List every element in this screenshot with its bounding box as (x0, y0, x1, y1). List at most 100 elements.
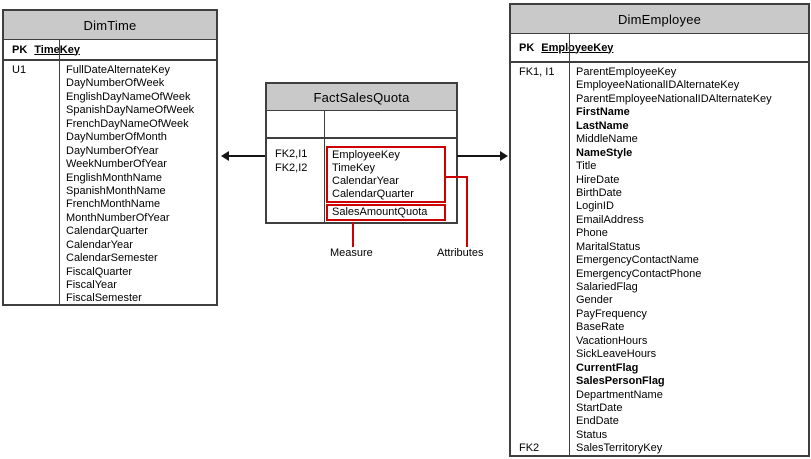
table-row: LastName (511, 120, 808, 133)
dimemployee-field-list: FK1, I1 ParentEmployeeKey EmployeeNation… (511, 63, 808, 456)
table-row: EnglishDayNameOfWeek (4, 91, 216, 104)
field-name-cell: LastName (576, 119, 629, 132)
table-factsalesquota-title: FactSalesQuota (267, 84, 456, 111)
key-marker-cell (4, 292, 59, 305)
field-name-cell: ParentEmployeeKey (576, 66, 677, 78)
relation-line-dimtime (228, 155, 265, 157)
table-row: HireDate (511, 174, 808, 187)
table-row: FiscalSemester (4, 292, 216, 305)
field-name-cell: Phone (576, 227, 608, 240)
key-marker-cell (511, 348, 569, 361)
field-name-cell: CalendarYear (66, 238, 133, 251)
arrowhead-left-icon (221, 151, 229, 161)
factsalesquota-empty-pk-row (267, 111, 456, 139)
table-dimemployee: DimEmployee PK EmployeeKey FK1, I1 Paren… (509, 3, 810, 457)
field-name-cell: WeekNumberOfYear (66, 158, 167, 171)
table-row: DayNumberOfMonth (4, 131, 216, 144)
table-row: ParentEmployeeNationalIDAlternateKey (511, 93, 808, 106)
field-name-cell: Gender (576, 294, 613, 307)
field-name-cell: MonthNumberOfYear (66, 211, 170, 224)
key-marker-cell (511, 133, 569, 146)
attributes-callout-line-horizontal (444, 176, 468, 178)
field-name-cell: CalendarQuarter (66, 225, 148, 238)
table-row: FrenchMonthName (4, 198, 216, 211)
field-name-cell: SalesPersonFlag (576, 375, 665, 388)
arrowhead-right-icon (500, 151, 508, 161)
table-row: SpanishMonthName (4, 185, 216, 198)
dimemployee-column-divider (569, 34, 570, 455)
attribute-field: EmployeeKey (332, 149, 400, 161)
field-name-cell: DayNumberOfWeek (66, 77, 165, 90)
field-name-cell: SickLeaveHours (576, 348, 657, 361)
table-row: StartDate (511, 402, 808, 415)
table-row: DayNumberOfYear (4, 145, 216, 158)
table-row: EmployeeNationalIDAlternateKey (511, 79, 808, 92)
field-name-cell: EnglishMonthName (66, 171, 162, 184)
key-marker-cell (4, 239, 59, 252)
key-marker-cell (4, 158, 59, 171)
field-name-cell: VacationHours (576, 334, 648, 347)
key-marker-cell (4, 185, 59, 198)
factsalesquota-key-markers: FK2,I1 FK2,I2 (275, 148, 307, 175)
key-marker-cell (511, 294, 569, 307)
key-marker-cell (4, 279, 59, 292)
field-name-cell: NameStyle (576, 146, 633, 159)
field-name-cell: DayNumberOfMonth (66, 131, 167, 144)
table-row: SpanishDayNameOfWeek (4, 104, 216, 117)
key-marker-cell (511, 308, 569, 321)
key-marker-cell (511, 200, 569, 213)
factsalesquota-body: FK2,I1 FK2,I2 EmployeeKey TimeKey Calend… (267, 139, 456, 221)
field-name-cell: HireDate (576, 173, 620, 186)
table-row: EmergencyContactName (511, 254, 808, 267)
table-row: BirthDate (511, 187, 808, 200)
table-row: VacationHours (511, 335, 808, 348)
field-name-cell: LoginID (576, 200, 614, 213)
table-row: MonthNumberOfYear (4, 212, 216, 225)
factsalesquota-column-divider (324, 111, 325, 222)
field-name-cell: BirthDate (576, 186, 622, 199)
relation-line-dimemployee (457, 155, 501, 157)
attribute-field: CalendarQuarter (332, 188, 414, 200)
table-row: Status (511, 429, 808, 442)
key-marker-cell (4, 104, 59, 117)
key-marker-cell (511, 335, 569, 348)
field-name-cell: FrenchDayNameOfWeek (66, 117, 189, 130)
key-marker-cell (511, 214, 569, 227)
key-marker-cell (4, 118, 59, 131)
field-name-cell: EnglishDayNameOfWeek (66, 90, 191, 103)
key-marker-cell (4, 212, 59, 225)
key-marker-cell (511, 254, 569, 267)
table-row: CalendarSemester (4, 252, 216, 265)
key-marker-cell (4, 252, 59, 265)
field-name-cell: Title (576, 160, 597, 173)
field-name-cell: EmergencyContactPhone (576, 267, 702, 280)
field-name-cell: MaritalStatus (576, 240, 641, 253)
field-name-cell: DepartmentName (576, 388, 663, 401)
dimtime-pk-field: TimeKey (34, 43, 80, 56)
dimtime-pk-label: PK (12, 43, 28, 56)
measure-callout-line (352, 222, 354, 247)
field-name-cell: SpanishDayNameOfWeek (66, 104, 195, 117)
field-name-cell: DayNumberOfYear (66, 144, 159, 157)
table-dimtime: DimTime PK TimeKey U1 FullDateAlternateK… (2, 9, 218, 306)
attributes-highlight-box: EmployeeKey TimeKey CalendarYear Calenda… (326, 146, 446, 203)
table-row: DepartmentName (511, 389, 808, 402)
field-name-cell: FirstName (576, 106, 630, 119)
attribute-field: CalendarYear (332, 175, 399, 187)
dimtime-pk-row: PK TimeKey (4, 40, 216, 61)
table-row: Title (511, 160, 808, 173)
table-row: EnglishMonthName (4, 172, 216, 185)
key-marker-cell (511, 241, 569, 254)
field-name-cell: FullDateAlternateKey (66, 64, 170, 76)
table-row: FK1, I1 ParentEmployeeKey (511, 66, 808, 79)
key-marker-cell (4, 266, 59, 279)
table-row: SalariedFlag (511, 281, 808, 294)
table-factsalesquota: FactSalesQuota FK2,I1 FK2,I2 EmployeeKey… (265, 82, 458, 224)
key-marker-cell (511, 429, 569, 442)
dimtime-column-divider (59, 40, 60, 304)
key-marker-cell (4, 91, 59, 104)
field-name-cell: MiddleName (576, 133, 638, 146)
table-row: FiscalQuarter (4, 266, 216, 279)
key-marker-cell (4, 77, 59, 90)
